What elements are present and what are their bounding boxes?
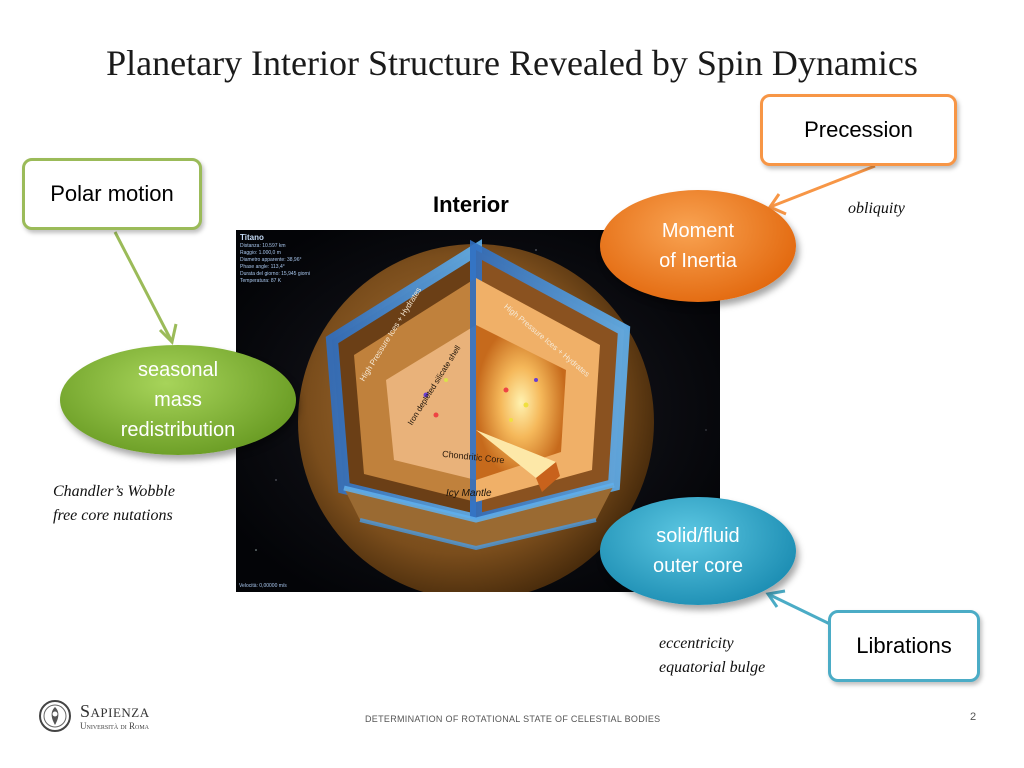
info-line: Phase angle: 113,4°	[240, 264, 285, 270]
info-line: Durata del giorno: 15,945 giorni	[240, 271, 311, 277]
arrow-polar-to-seasonal	[113, 231, 178, 345]
info-line: Temperatura: 87 K	[240, 278, 282, 284]
eccentricity-note: eccentricity equatorial bulge	[659, 632, 765, 680]
info-line: Distanza: 10.597 km	[240, 243, 286, 249]
logo-subtitle: Università di Roma	[80, 721, 149, 731]
arrow-precession-to-moment	[767, 164, 876, 216]
image-velocity: Velocità: 0,00000 m/s	[239, 583, 287, 589]
obliquity-note: obliquity	[848, 200, 905, 217]
sapienza-seal-icon	[39, 700, 71, 732]
ellipse-line: mass	[154, 389, 202, 411]
seasonal-mass-redistribution-ellipse: seasonal mass redistribution	[60, 345, 296, 455]
sapienza-logo: Sapienza Università di Roma	[38, 698, 178, 736]
note-line: equatorial bulge	[659, 659, 766, 676]
page-number: 2	[970, 711, 977, 723]
arrow-librations-to-core	[765, 589, 833, 627]
ellipse-line: redistribution	[120, 419, 236, 441]
ellipse-line: of Inertia	[659, 250, 737, 272]
note-line: free core nutations	[53, 507, 173, 524]
note-line: Chandler’s Wobble	[53, 483, 175, 500]
image-info-heading: Titano	[240, 233, 264, 242]
chandler-note: Chandler’s Wobble free core nutations	[53, 480, 175, 528]
polar-motion-box: Polar motion	[22, 158, 202, 230]
solid-fluid-outer-core-ellipse: solid/fluid outer core	[600, 497, 796, 605]
logo-name: Sapienza	[80, 701, 150, 721]
interior-label: Interior	[433, 192, 509, 217]
precession-box: Precession	[760, 94, 957, 166]
librations-box: Librations	[828, 610, 980, 682]
ellipse-line: Moment	[661, 220, 735, 242]
ellipse-line: seasonal	[137, 359, 219, 381]
ellipse-line: solid/fluid	[656, 525, 740, 547]
moment-of-inertia-ellipse: Moment of Inertia	[600, 190, 796, 302]
footer-text: DETERMINATION OF ROTATIONAL STATE OF CEL…	[365, 714, 661, 724]
info-line: Raggio: 1.000,0 m	[240, 250, 281, 256]
ellipse-line: outer core	[652, 555, 744, 577]
note-line: eccentricity	[659, 635, 734, 652]
layer-label-mantle: Icy Mantle	[446, 488, 492, 499]
info-line: Diametro apparente: 38,96°	[240, 257, 302, 263]
image-info-lines: Distanza: 10.597 km Raggio: 1.000,0 m Di…	[240, 243, 310, 285]
slide-title: Planetary Interior Structure Revealed by…	[106, 43, 918, 83]
